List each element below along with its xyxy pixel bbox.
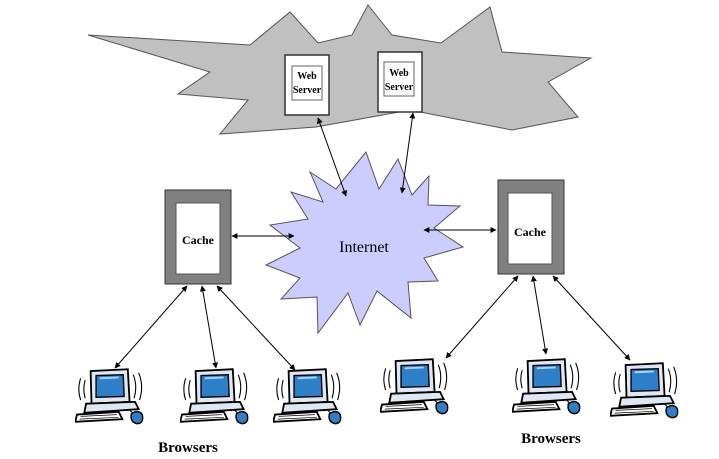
computer-icon [610,362,679,419]
browsers-label-right: Browsers [521,431,581,447]
link-cache-right-pc4 [445,275,519,359]
cache-right: Cache [497,179,565,275]
cache-left: Cache [164,189,232,285]
browsers-label-left: Browsers [158,440,218,456]
link-server2-internet [399,112,416,194]
computer-icon [512,358,581,415]
computer-icon [180,368,249,425]
web-server-1-label-line2: Server [293,85,322,96]
cache-left-label: Cache [182,233,215,247]
web-server-2: Web Server [377,51,423,113]
computer-icon [75,368,144,425]
server-cloud-icon [87,4,593,135]
web-server-2-label-line1: Web [389,68,409,79]
web-server-1-label-line1: Web [297,71,317,82]
computer-icon [380,358,449,415]
link-cache-left-pc2 [199,285,219,369]
link-cache-right-pc5 [530,275,549,355]
link-cache-left-pc1 [114,285,188,369]
web-server-2-label-line2: Server [385,82,414,93]
cache-right-label: Cache [514,225,547,239]
link-server1-internet [317,117,347,197]
web-server-1: Web Server [284,54,330,116]
link-cache-left-pc3 [216,285,296,371]
computer-icon [273,368,342,425]
link-cache-right-pc6 [552,275,631,361]
internet-label: Internet [339,239,389,256]
